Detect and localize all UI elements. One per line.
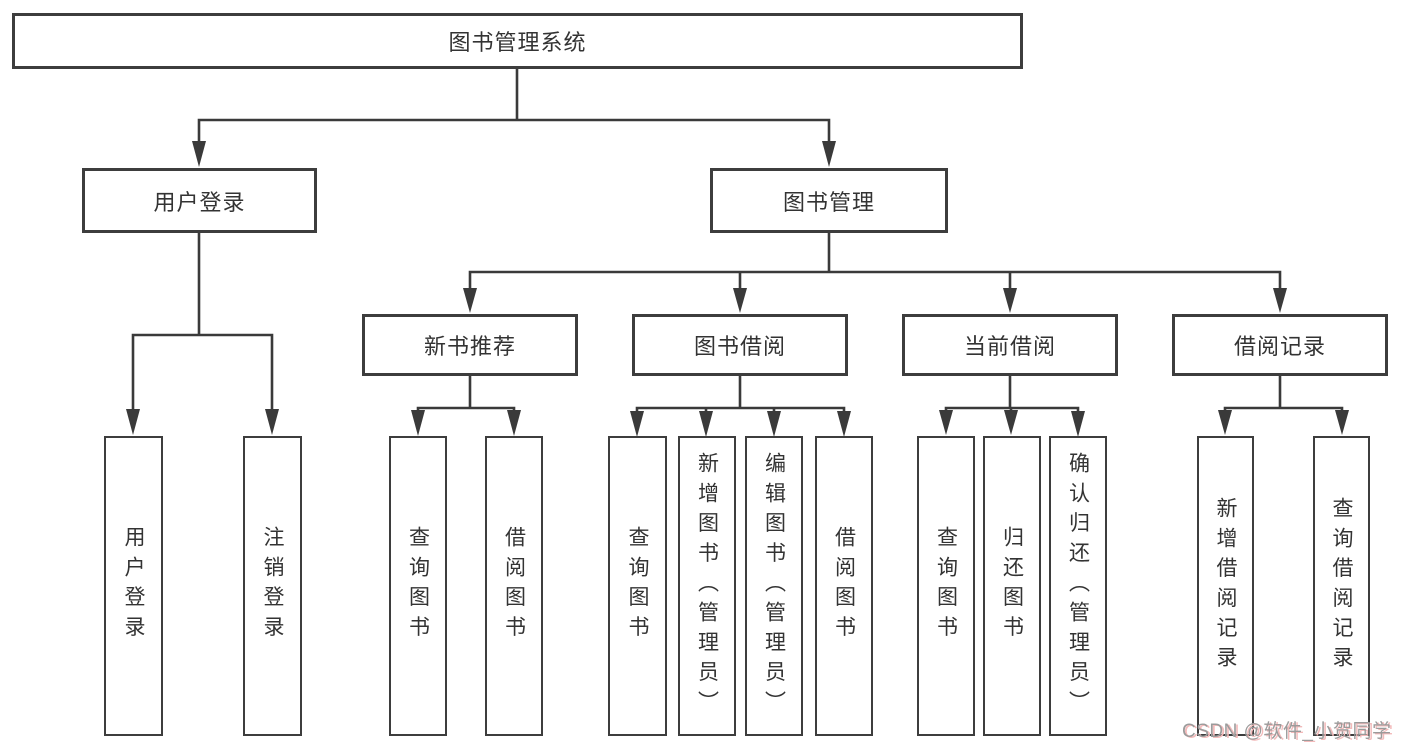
leaf-current-confirm-return-admin: 确认归还（管理员） [1049, 436, 1107, 736]
leaf-borrowing-add-books-admin: 新增图书（管理员） [678, 436, 736, 736]
node-current-borrowing: 当前借阅 [902, 314, 1118, 376]
leaf-records-query-record: 查询借阅记录 [1313, 436, 1370, 736]
node-new-book-recommend: 新书推荐 [362, 314, 578, 376]
node-user-login: 用户登录 [82, 168, 317, 233]
arrowheads [126, 141, 1349, 437]
node-borrowing-records: 借阅记录 [1172, 314, 1388, 376]
node-library-management-system: 图书管理系统 [12, 13, 1023, 69]
leaf-current-return-books: 归还图书 [983, 436, 1041, 736]
leaf-recommend-borrow-books: 借阅图书 [485, 436, 543, 736]
leaf-recommend-query-books: 查询图书 [389, 436, 447, 736]
leaf-borrowing-borrow-books: 借阅图书 [815, 436, 873, 736]
leaf-logout: 注销登录 [243, 436, 302, 736]
leaf-user-login: 用户登录 [104, 436, 163, 736]
leaf-borrowing-query-books: 查询图书 [608, 436, 667, 736]
leaf-records-add-record: 新增借阅记录 [1197, 436, 1254, 736]
node-book-borrowing: 图书借阅 [632, 314, 848, 376]
csdn-watermark: CSDN @软件_小贺同学 [1182, 721, 1392, 742]
node-book-management: 图书管理 [710, 168, 948, 233]
leaf-current-query-books: 查询图书 [917, 436, 975, 736]
leaf-borrowing-edit-books-admin: 编辑图书（管理员） [745, 436, 803, 736]
